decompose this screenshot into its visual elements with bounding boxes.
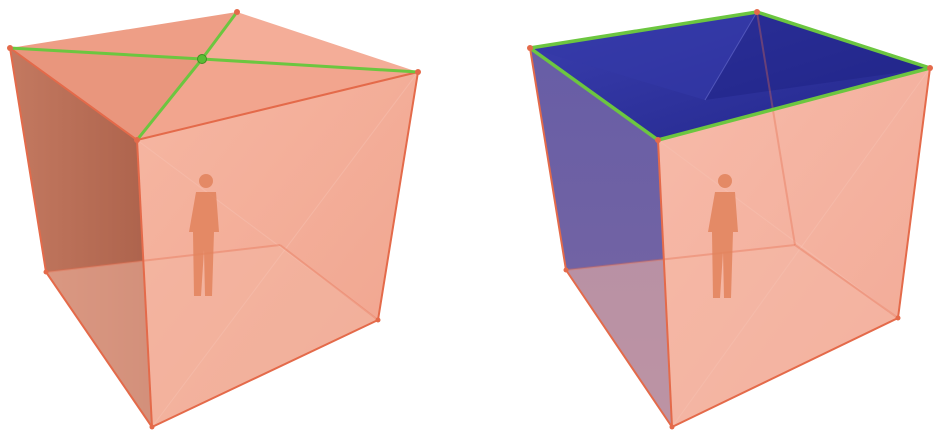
left-cube-center-vertex xyxy=(198,55,207,64)
left-cube xyxy=(7,9,421,430)
right-cube xyxy=(527,9,933,430)
